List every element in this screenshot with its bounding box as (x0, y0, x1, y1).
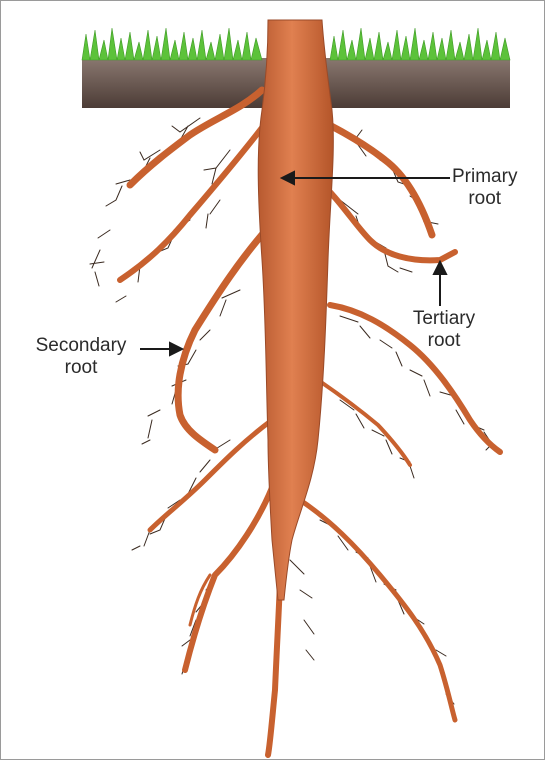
label-secondary-root: Secondary root (22, 335, 140, 379)
label-tertiary-root: Tertiary root (398, 308, 490, 352)
secondary-arrowhead (170, 343, 182, 355)
label-secondary-line2: root (22, 357, 140, 379)
label-primary-line2: root (452, 188, 517, 210)
primary-root (258, 20, 333, 600)
label-primary-line1: Primary (452, 166, 517, 188)
label-tertiary-line1: Tertiary (398, 308, 490, 330)
tertiary-arrowhead (434, 262, 446, 274)
label-secondary-line1: Secondary (22, 335, 140, 357)
label-tertiary-line2: root (398, 330, 490, 352)
label-primary-root: Primary root (452, 166, 517, 210)
